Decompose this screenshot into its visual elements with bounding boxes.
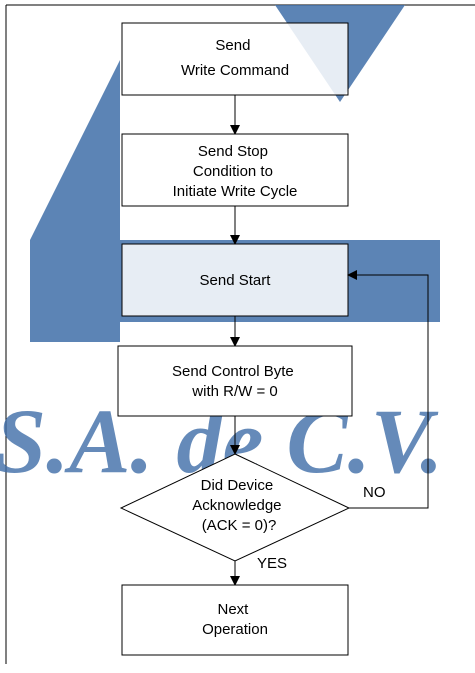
next-operation-text: Next Operation — [202, 601, 268, 638]
send-start-text: Send Start — [200, 272, 272, 289]
stop-condition-text: Send Stop Condition to Initiate Write Cy… — [173, 143, 298, 200]
write-command-text: Send Write Command — [181, 37, 289, 79]
write-command-box — [121, 22, 349, 96]
control-byte-text: Send Control Byte with R/W = 0 — [172, 363, 298, 400]
control-byte-box — [117, 345, 353, 417]
watermark-left-shape — [30, 60, 120, 342]
arrow-no-loop — [347, 270, 429, 509]
yes-label: YES — [257, 555, 287, 572]
send-start-box — [121, 243, 349, 317]
next-operation-box — [121, 584, 349, 656]
no-label: NO — [363, 484, 386, 501]
ack-decision-text: Did Device Acknowledge (ACK = 0)? — [192, 477, 285, 534]
